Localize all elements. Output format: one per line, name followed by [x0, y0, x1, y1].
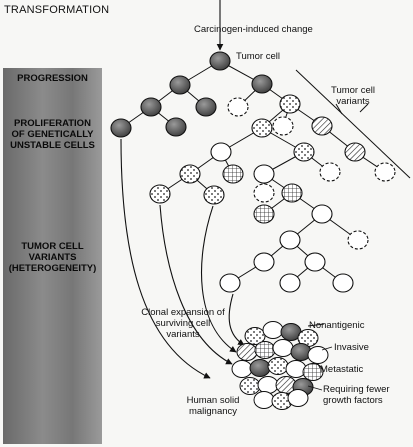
tumor-cells — [110, 51, 396, 293]
tumor-cell-grid — [253, 204, 275, 224]
tumor-cell-white — [210, 142, 232, 162]
invasive-label: Invasive — [334, 342, 369, 353]
tumor-cell-dashed — [272, 116, 294, 136]
tumor-cell-white — [253, 252, 275, 272]
mass-cell-grid — [302, 363, 324, 381]
mass-cell-white — [262, 321, 284, 339]
tumor-cell-white — [253, 164, 275, 184]
tumor-cell-dark — [195, 97, 217, 117]
tumor-cell-white — [311, 204, 333, 224]
mass-cell-dots — [244, 327, 266, 345]
mass-label-leader — [307, 385, 323, 391]
tumor-cell-dashed — [319, 162, 341, 182]
mass-cell-dark — [290, 343, 312, 361]
tumor-cell-dark — [209, 51, 231, 71]
tumor-cell-label: Tumor cell — [236, 51, 280, 62]
mass-label-leader — [307, 323, 325, 327]
tumor-cell-white — [279, 230, 301, 250]
solid-tumor-mass — [231, 321, 333, 410]
tumor-cell-dark — [169, 75, 191, 95]
tumor-cell-dots — [279, 94, 301, 114]
mass-cell-white — [257, 376, 279, 394]
mass-cell-white — [285, 360, 307, 378]
nonantigenic-label: Nonantigenic — [309, 320, 365, 331]
mass-cell-white — [231, 360, 253, 378]
mass-label-leader — [321, 346, 333, 351]
mass-cell-white — [287, 389, 309, 407]
fewer-growth-factors-label: Requiring fewer growth factors — [323, 384, 390, 406]
proliferation-label: PROLIFERATION OF GENETICALLY UNSTABLE CE… — [10, 118, 95, 151]
mass-cell-hatch — [236, 343, 258, 361]
tumor-cell-grid — [222, 164, 244, 184]
tumor-cell-white — [332, 273, 354, 293]
tumor-cell-dashed — [374, 162, 396, 182]
mass-label-leader — [317, 363, 321, 369]
tumor-cell-dots — [203, 185, 225, 205]
tumor-cell-hatch — [311, 116, 333, 136]
tumor-cell-variants-stage-label: TUMOR CELL VARIANTS (HETEROGENEITY) — [8, 241, 97, 274]
tumor-cell-dots — [293, 142, 315, 162]
tumor-cell-hatch — [344, 142, 366, 162]
mass-cell-dots — [239, 377, 261, 395]
metastatic-label: Metastatic — [320, 364, 364, 375]
variants-pointer-line — [359, 103, 369, 113]
mass-cell-white — [272, 339, 294, 357]
tumor-cell-grid — [281, 183, 303, 203]
mass-cell-dark — [249, 359, 271, 377]
progression-arrows — [120, 138, 245, 379]
variants-bracket-line — [295, 69, 411, 179]
tumor-cell-dark — [140, 97, 162, 117]
tumor-cell-dots — [251, 118, 273, 138]
tumor-cell-white — [279, 273, 301, 293]
tumor-cell-dots — [149, 184, 171, 204]
tumor-cell-dots — [179, 164, 201, 184]
tumor-cell-dark — [251, 74, 273, 94]
mass-cell-dots — [267, 357, 289, 375]
clonal-expansion-label: Clonal expansion of surviving cell varia… — [141, 307, 225, 340]
carcinogen-change-label: Carcinogen-induced change — [194, 24, 313, 35]
progression-label: PROGRESSION — [17, 73, 88, 84]
human-solid-malignancy-label: Human solid malignancy — [186, 395, 240, 417]
progression-arrow — [159, 204, 233, 365]
tumor-cell-dashed — [347, 230, 369, 250]
mass-cell-white — [253, 391, 275, 409]
tumor-cell-dashed — [227, 97, 249, 117]
transformation-header: TRANSFORMATION — [4, 4, 110, 16]
mass-cell-grid — [254, 341, 276, 359]
tumor-cell-white — [304, 252, 326, 272]
progression-arrow — [201, 205, 237, 353]
variants-pointer-line — [335, 103, 343, 115]
progression-side-panel — [3, 68, 102, 444]
tumor-cell-dashed — [253, 183, 275, 203]
tumor-cell-dark — [110, 118, 132, 138]
tumor-cell-white — [219, 273, 241, 293]
progression-arrow — [228, 293, 245, 346]
tumor-cell-variants-label: Tumor cell variants — [331, 85, 375, 107]
mass-cell-white — [307, 346, 329, 364]
progression-arrow — [120, 138, 211, 379]
tumor-cell-dark — [165, 117, 187, 137]
